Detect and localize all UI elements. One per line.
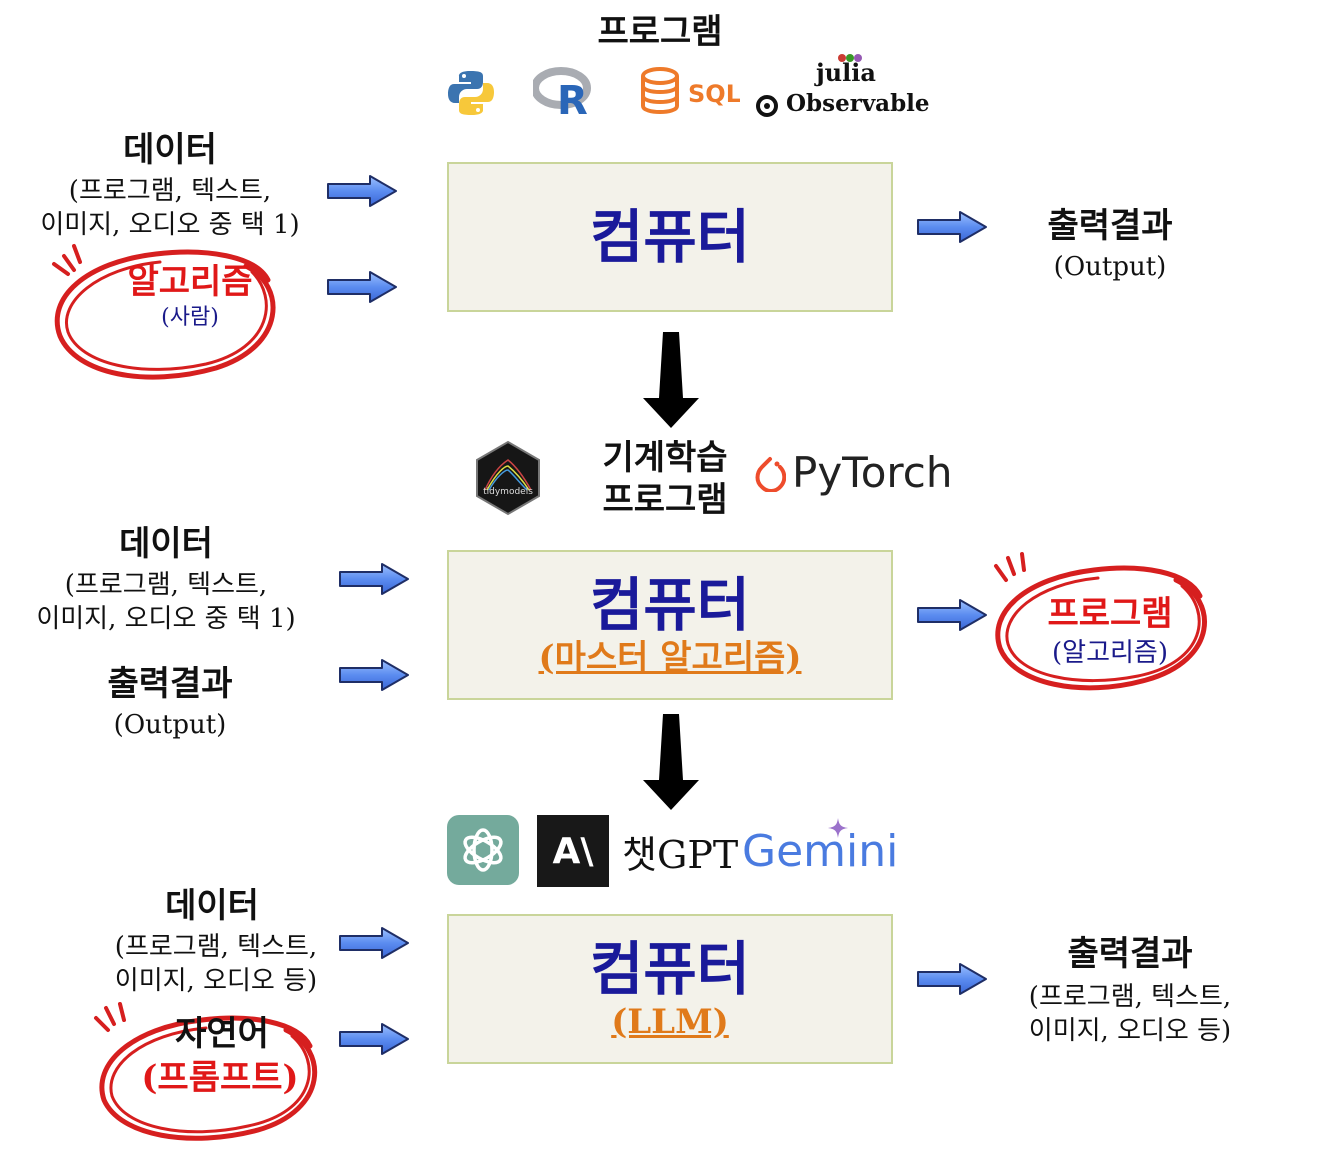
sql-logo-text: SQL — [688, 80, 740, 108]
row1-algo-sub: (사람) — [161, 305, 219, 330]
row1-input-sub2: 이미지, 오디오 중 택 1) — [40, 210, 300, 240]
row2-box-title: 컴퓨터 — [589, 571, 751, 639]
row1-box-title: 컴퓨터 — [589, 203, 751, 271]
row2-output-in-sub: (Output) — [113, 710, 227, 740]
row3-input-sub2: 이미지, 오디오 등) — [114, 966, 318, 996]
anthropic-logo-icon: A\ — [537, 815, 609, 887]
row1-data-arrow-icon — [327, 175, 397, 207]
down-arrow-1-icon — [643, 332, 699, 428]
row2-input-sub2: 이미지, 오디오 중 택 1) — [36, 604, 296, 634]
julia-logo-text: julia — [816, 58, 876, 87]
row3-output-sub1: (프로그램, 텍스트, — [1028, 982, 1232, 1012]
r-logo-letter: R — [557, 78, 588, 118]
row1-input-sub1: (프로그램, 텍스트, — [68, 176, 272, 206]
row1-input-title: 데이터 — [123, 130, 217, 170]
row3-output-sub2: 이미지, 오디오 등) — [1028, 1016, 1232, 1046]
down-arrow-2-icon — [643, 714, 699, 810]
row1-algo-arrow-icon — [327, 271, 397, 303]
row3-nl-arrow-icon — [339, 1023, 409, 1055]
top-program-label: 프로그램 — [597, 12, 723, 52]
row2-input-sub1: (프로그램, 텍스트, — [64, 570, 268, 600]
row3-box-title: 컴퓨터 — [589, 935, 751, 1003]
observable-logo-icon — [756, 95, 778, 117]
row2-data-arrow-icon — [339, 563, 409, 595]
ml-label-line2: 프로그램 — [602, 480, 728, 520]
ml-label-line1: 기계학습 — [602, 438, 728, 478]
row1-algo-title: 알고리즘 — [127, 262, 253, 302]
tidymodels-logo-icon: tidymodels — [476, 440, 540, 516]
row3-computer-box: 컴퓨터 (LLM) — [447, 914, 893, 1064]
anthropic-logo-text: A\ — [552, 830, 594, 872]
sql-logo-icon: SQL — [641, 67, 740, 114]
red-circle-scribble-1 — [52, 244, 276, 380]
tidymodels-logo-text: tidymodels — [483, 487, 533, 497]
row2-output-in-arrow-icon — [339, 659, 409, 691]
row3-nl-title: 자연어 — [175, 1014, 269, 1054]
gemini-logo-text: Gemini — [742, 826, 899, 877]
gemini-sparkle-icon — [828, 818, 848, 838]
pytorch-logo-text: PyTorch — [792, 448, 953, 497]
openai-logo-icon — [447, 815, 519, 885]
red-circle-scribble-3 — [94, 1002, 318, 1141]
row3-data-arrow-icon — [339, 927, 409, 959]
row3-box-sub: (LLM) — [611, 1002, 729, 1042]
row1-computer-box: 컴퓨터 — [447, 162, 893, 312]
row2-result-arrow-icon — [917, 599, 987, 631]
row2-input-title: 데이터 — [119, 524, 213, 564]
row2-result-sub: (알고리즘) — [1052, 638, 1168, 668]
row1-output-arrow-icon — [917, 211, 987, 243]
chatgpt-label: 챗GPT — [622, 833, 739, 877]
r-logo-icon: R — [533, 67, 591, 118]
observable-logo-text: Observable — [786, 90, 930, 117]
julia-dots-icon — [838, 54, 862, 62]
python-logo-icon — [448, 71, 494, 115]
red-circle-scribble-2 — [994, 552, 1207, 691]
row1-output-title: 출력결과 — [1047, 206, 1173, 246]
row2-box-sub: (마스터 알고리즘) — [538, 638, 802, 678]
row3-output-title: 출력결과 — [1067, 934, 1193, 974]
row3-output-arrow-icon — [917, 963, 987, 995]
row1-output-sub: (Output) — [1053, 252, 1167, 282]
row2-output-in-title: 출력결과 — [107, 664, 233, 704]
pytorch-logo-icon — [755, 457, 786, 492]
row2-computer-box: 컴퓨터 (마스터 알고리즘) — [447, 550, 893, 700]
row2-result-title: 프로그램 — [1047, 594, 1173, 634]
row3-input-title: 데이터 — [165, 886, 259, 926]
row3-nl-sub: (프롬프트) — [141, 1058, 299, 1098]
row3-input-sub1: (프로그램, 텍스트, — [114, 932, 318, 962]
